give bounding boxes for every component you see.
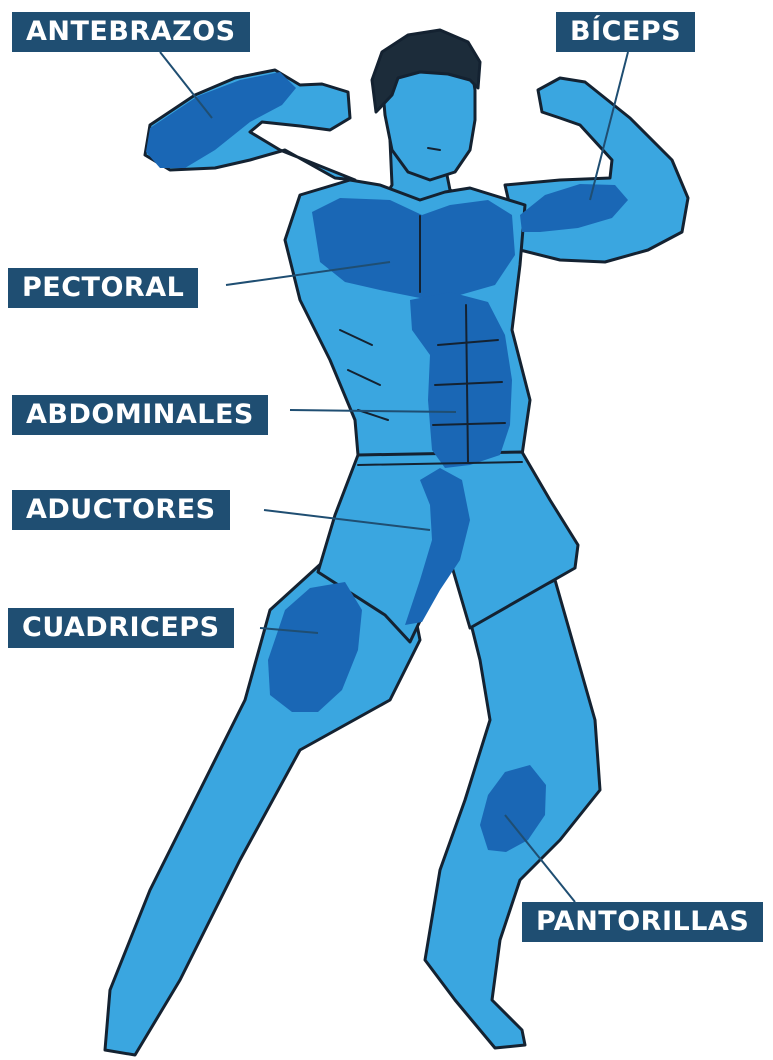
label-aductores: ADUCTORES (12, 490, 230, 530)
label-antebrazos: ANTEBRAZOS (12, 12, 250, 52)
label-biceps: BÍCEPS (556, 12, 695, 52)
label-abdominales: ABDOMINALES (12, 395, 268, 435)
label-cuadriceps: CUADRICEPS (8, 608, 234, 648)
label-pantorillas: PANTORILLAS (522, 902, 763, 942)
right-arm (505, 78, 688, 262)
label-pectoral: PECTORAL (8, 268, 198, 308)
